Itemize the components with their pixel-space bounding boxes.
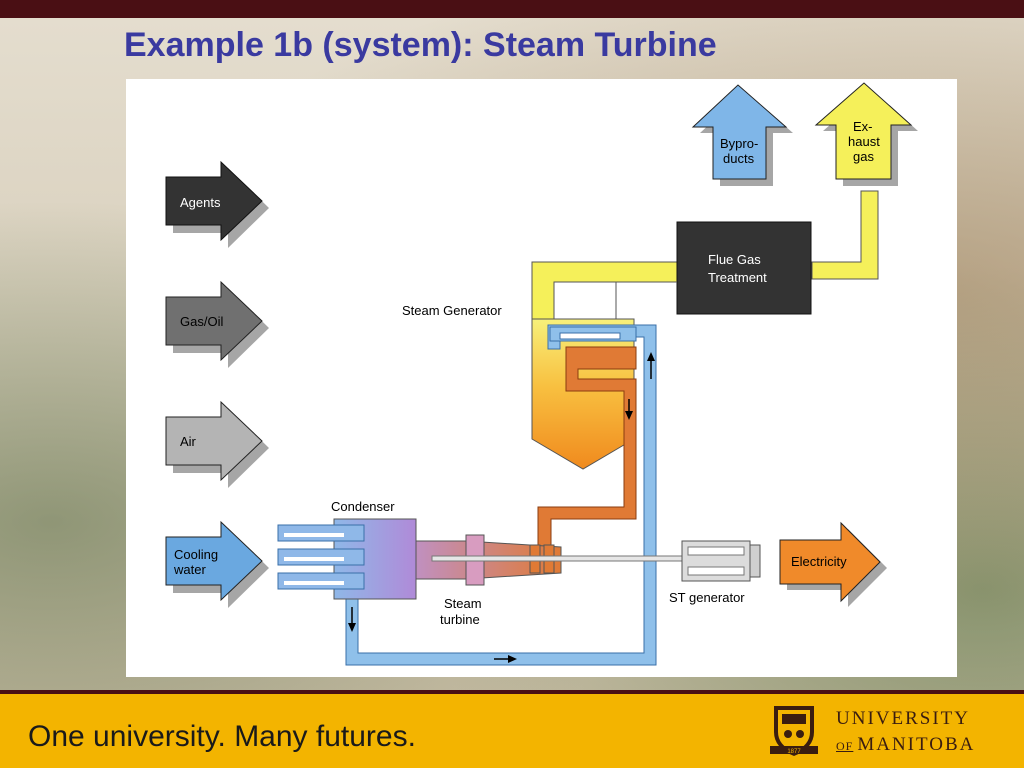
gas-oil-arrow: Gas/Oil bbox=[165, 280, 269, 368]
footer-tagline: One university. Many futures. bbox=[28, 720, 416, 753]
flue-label-1: Flue Gas bbox=[708, 252, 761, 267]
steam-pipe bbox=[537, 332, 637, 548]
slide-title: Example 1b (system): Steam Turbine bbox=[124, 26, 717, 64]
exhaust-label-3: gas bbox=[853, 149, 874, 164]
university-manitoba: MANITOBA bbox=[857, 734, 976, 755]
exhaust-gas-arrow: Ex- haust gas bbox=[814, 82, 918, 186]
turbine-label-1: Steam bbox=[444, 596, 482, 611]
gas-oil-label: Gas/Oil bbox=[180, 314, 223, 329]
turbine-label-2: turbine bbox=[440, 612, 480, 627]
university-crest-icon: 1877 bbox=[768, 702, 820, 760]
agents-arrow: Agents bbox=[165, 160, 269, 248]
cooling-label-2: water bbox=[173, 562, 206, 577]
footer-bar: One university. Many futures. 1877 UNIVE… bbox=[0, 690, 1024, 768]
agents-label: Agents bbox=[180, 195, 221, 210]
exhaust-label-1: Ex- bbox=[853, 119, 873, 134]
byproducts-label-1: Bypro- bbox=[720, 136, 758, 151]
top-bar bbox=[0, 0, 1024, 18]
condenser: Condenser bbox=[277, 499, 417, 600]
university-of: OF bbox=[836, 739, 854, 753]
air-label: Air bbox=[180, 434, 197, 449]
exhaust-label-2: haust bbox=[848, 134, 880, 149]
university-name-line1: UNIVERSITY bbox=[836, 708, 970, 729]
crest-motto: 1877 bbox=[787, 749, 801, 755]
turbine-shaft bbox=[431, 555, 683, 562]
flue-gas-treatment-box: Flue Gas Treatment bbox=[676, 221, 812, 315]
cooling-water-arrow: Cooling water bbox=[165, 520, 269, 608]
steam-turbine-diagram: Agents Gas/Oil Air Cooling water Bypro- … bbox=[126, 79, 957, 677]
st-generator-label: ST generator bbox=[669, 590, 745, 605]
st-generator: ST generator bbox=[669, 540, 761, 605]
steam-generator-label: Steam Generator bbox=[402, 303, 502, 318]
byproducts-label-2: ducts bbox=[723, 151, 755, 166]
flue-label-2: Treatment bbox=[708, 270, 767, 285]
cooling-label-1: Cooling bbox=[174, 547, 218, 562]
condenser-label: Condenser bbox=[331, 499, 395, 514]
steam-turbine: Steam turbine bbox=[415, 534, 562, 627]
electricity-arrow: Electricity bbox=[779, 521, 887, 607]
byproducts-arrow: Bypro- ducts bbox=[691, 84, 793, 186]
air-arrow: Air bbox=[165, 400, 269, 488]
electricity-label: Electricity bbox=[791, 554, 847, 569]
